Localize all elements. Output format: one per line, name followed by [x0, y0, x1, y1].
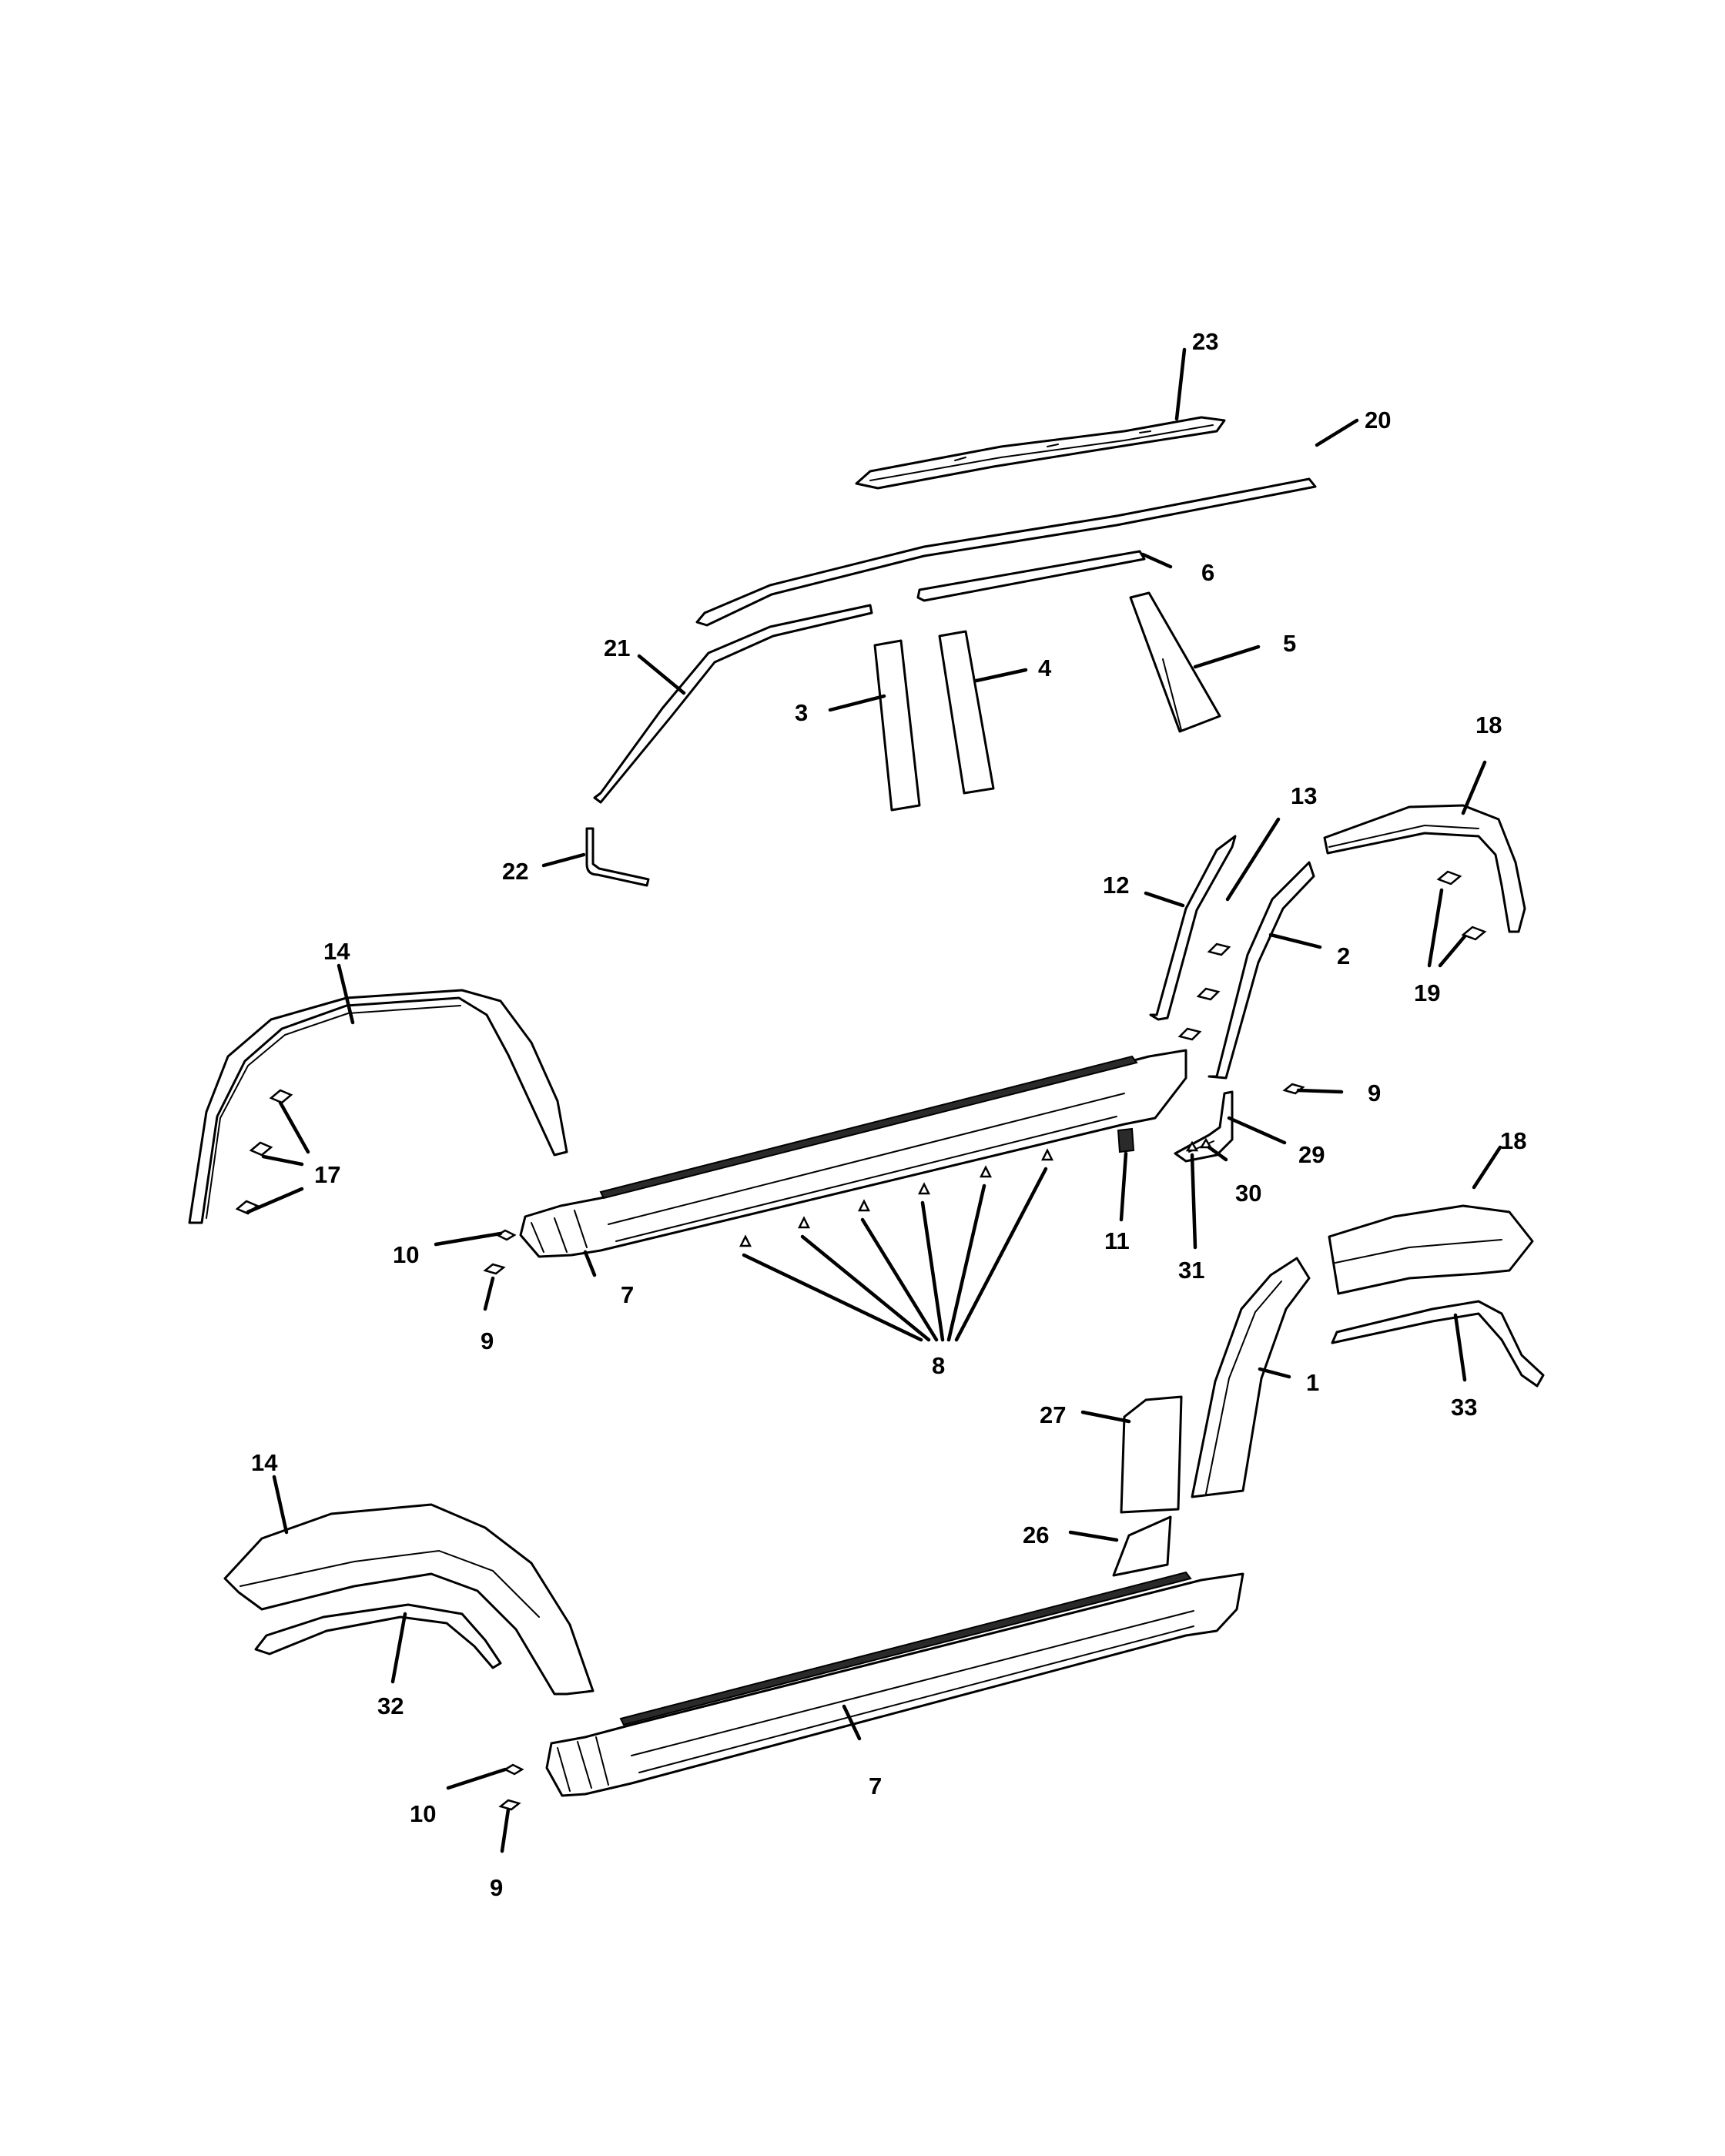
part-22-bracket [585, 827, 650, 887]
part-2-quarter-molding [1208, 861, 1315, 1080]
callout-1: 1 [1306, 1369, 1319, 1396]
callout-23: 23 [1192, 328, 1218, 355]
part-18-rear-wheel-flare-upper [1323, 804, 1526, 933]
callout-12: 12 [1103, 872, 1129, 899]
part-19-clips [1436, 870, 1487, 941]
callout-2: 2 [1337, 942, 1350, 969]
part-9-clip-right [1282, 1083, 1305, 1095]
callout-9-right: 9 [1368, 1080, 1381, 1106]
callout-7-upper: 7 [621, 1281, 634, 1308]
part-33-flare-bracket [1331, 1300, 1545, 1388]
callout-6: 6 [1201, 559, 1214, 586]
callout-20: 20 [1365, 407, 1391, 434]
callout-11: 11 [1104, 1227, 1130, 1254]
callout-17: 17 [314, 1161, 340, 1188]
part-9-clip-upper [483, 1263, 506, 1275]
part-21-a-pillar-molding [593, 604, 873, 804]
part-8-clips [739, 1148, 1054, 1247]
callout-18-lower: 18 [1500, 1127, 1526, 1154]
part-7-rocker-molding-lower [545, 1571, 1244, 1797]
part-14-front-wheel-flare-upper [188, 989, 568, 1224]
part-7-rocker-molding-upper [519, 1049, 1187, 1258]
callout-3: 3 [795, 699, 808, 726]
part-30-screw [1199, 1137, 1213, 1149]
callout-31: 31 [1178, 1257, 1204, 1284]
callout-4: 4 [1038, 654, 1052, 681]
part-6-door-frame-molding [916, 550, 1146, 602]
leader-lines [246, 347, 1502, 1853]
part-29-splash-guard [1174, 1090, 1234, 1163]
part-14-front-wheel-flare-lower [223, 1503, 595, 1696]
callout-19: 19 [1414, 979, 1440, 1006]
callout-32: 32 [377, 1692, 404, 1719]
part-17-clips [235, 1089, 293, 1215]
part-9-clip-lower [498, 1799, 521, 1811]
callout-13: 13 [1291, 782, 1317, 809]
part-3-pillar-applique [873, 639, 921, 812]
part-18-rear-wheel-flare-lower [1328, 1204, 1534, 1295]
callout-22: 22 [502, 858, 528, 885]
part-27-decal [1120, 1395, 1183, 1514]
part-26-decal [1112, 1515, 1172, 1577]
callout-9-lower: 9 [490, 1874, 503, 1901]
callout-labels: 23 20 6 5 4 3 21 22 18 13 12 2 19 14 17 … [251, 328, 1526, 1901]
callout-7-lower: 7 [869, 1773, 882, 1799]
callout-10-upper: 10 [393, 1241, 419, 1268]
part-4-pillar-applique [938, 630, 995, 795]
callout-14-lower: 14 [251, 1449, 278, 1476]
part-32-flare-bracket [254, 1603, 502, 1669]
part-11-retainer [1117, 1127, 1135, 1153]
callout-18-upper: 18 [1475, 711, 1502, 738]
callout-14-upper: 14 [323, 938, 350, 965]
callout-26: 26 [1023, 1522, 1049, 1548]
callout-9-upper: 9 [481, 1327, 494, 1354]
callout-5: 5 [1283, 630, 1296, 657]
callout-33: 33 [1451, 1394, 1477, 1421]
part-5-c-pillar-applique [1129, 591, 1221, 733]
callout-21: 21 [604, 634, 630, 661]
part-31-screw [1185, 1140, 1199, 1152]
callout-30: 30 [1235, 1180, 1261, 1207]
part-20-roof-molding [695, 477, 1317, 627]
callout-29: 29 [1298, 1141, 1325, 1168]
part-12-rear-door-molding [1149, 835, 1237, 1041]
callout-10-lower: 10 [410, 1800, 436, 1827]
callout-8: 8 [932, 1352, 945, 1379]
part-10-screw-lower [503, 1763, 524, 1776]
callout-27: 27 [1040, 1401, 1066, 1428]
part-1-quarter-panel-applique [1191, 1257, 1311, 1498]
part-23-roof-rail [855, 416, 1226, 490]
